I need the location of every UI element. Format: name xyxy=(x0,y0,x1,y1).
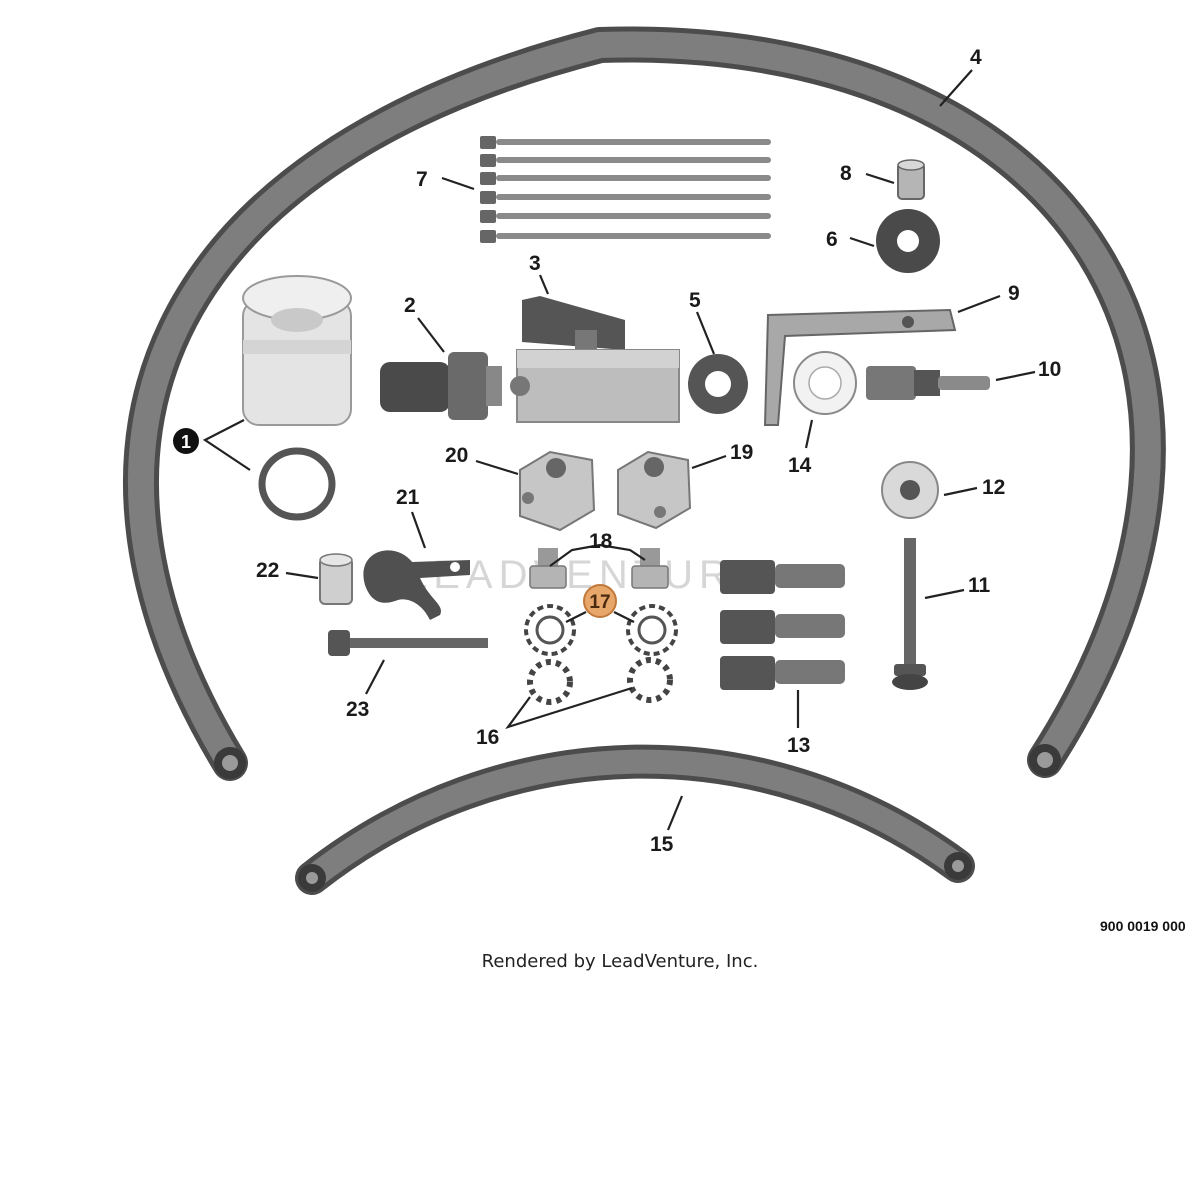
part-10-barb-fitting[interactable] xyxy=(866,366,990,400)
callout-13[interactable]: 13 xyxy=(787,734,810,757)
callout-19[interactable]: 19 xyxy=(730,441,753,464)
drawing-code: 900 0019 000 xyxy=(1100,918,1186,934)
callout-17: 17 xyxy=(589,592,610,613)
callout-23[interactable]: 23 xyxy=(346,698,369,721)
part-11-bolt[interactable] xyxy=(892,538,928,690)
render-credit: Rendered by LeadVenture, Inc. xyxy=(482,951,759,972)
callout-18[interactable]: 18 xyxy=(589,530,613,553)
part-4-main-hose[interactable] xyxy=(123,26,1166,781)
part-13-fitting-1[interactable] xyxy=(720,560,845,594)
callout-16[interactable]: 16 xyxy=(476,726,499,749)
callout-6[interactable]: 6 xyxy=(826,228,838,251)
callout-5[interactable]: 5 xyxy=(689,289,701,312)
part-14-washer[interactable] xyxy=(793,351,857,415)
callout-11[interactable]: 11 xyxy=(968,574,991,597)
part-6-washer[interactable] xyxy=(876,209,940,273)
part-17-lockwasher-right[interactable] xyxy=(626,604,678,656)
part-21-clamp[interactable] xyxy=(363,550,470,620)
part-23-screw[interactable] xyxy=(328,630,488,656)
part-13-fitting-2[interactable] xyxy=(720,610,845,644)
part-1-cap[interactable] xyxy=(242,275,352,426)
part-9-bracket[interactable] xyxy=(763,308,957,426)
part-5-oring[interactable] xyxy=(688,354,748,414)
callout-17-badge[interactable]: 17 xyxy=(583,584,617,618)
part-22-spacer[interactable] xyxy=(319,553,353,605)
callout-12[interactable]: 12 xyxy=(982,476,1005,499)
part-3-ball-valve[interactable] xyxy=(510,296,680,423)
leader-lines xyxy=(202,69,1036,831)
part-16-washer-right[interactable] xyxy=(627,657,673,703)
part-1-oring[interactable] xyxy=(258,447,336,521)
callout-1-badge[interactable]: 1 xyxy=(173,428,199,454)
callout-8[interactable]: 8 xyxy=(840,162,852,185)
part-12-nut[interactable] xyxy=(881,461,939,519)
callout-4[interactable]: 4 xyxy=(970,46,982,69)
callout-2[interactable]: 2 xyxy=(404,294,416,317)
part-16-washer-left[interactable] xyxy=(527,659,573,705)
part-13-fitting-3[interactable] xyxy=(720,656,845,690)
callout-14[interactable]: 14 xyxy=(788,454,812,477)
part-19-block[interactable] xyxy=(617,450,692,530)
callout-7[interactable]: 7 xyxy=(416,168,428,191)
callout-15[interactable]: 15 xyxy=(650,833,674,856)
part-7-cable-ties[interactable] xyxy=(480,136,771,243)
callout-20[interactable]: 20 xyxy=(445,444,468,467)
callout-10[interactable]: 10 xyxy=(1038,358,1061,381)
callout-21[interactable]: 21 xyxy=(396,486,420,509)
part-15-lower-hose[interactable] xyxy=(295,744,975,895)
part-2-quick-connector[interactable] xyxy=(380,352,502,420)
part-8-sleeve[interactable] xyxy=(897,159,925,200)
callout-3[interactable]: 3 xyxy=(529,252,541,275)
callout-1: 1 xyxy=(181,432,191,452)
part-18-plug-right[interactable] xyxy=(631,548,669,589)
callout-22[interactable]: 22 xyxy=(256,559,279,582)
part-17-lockwasher-left[interactable] xyxy=(524,604,576,656)
callout-9[interactable]: 9 xyxy=(1008,282,1020,305)
part-20-block[interactable] xyxy=(519,450,596,532)
